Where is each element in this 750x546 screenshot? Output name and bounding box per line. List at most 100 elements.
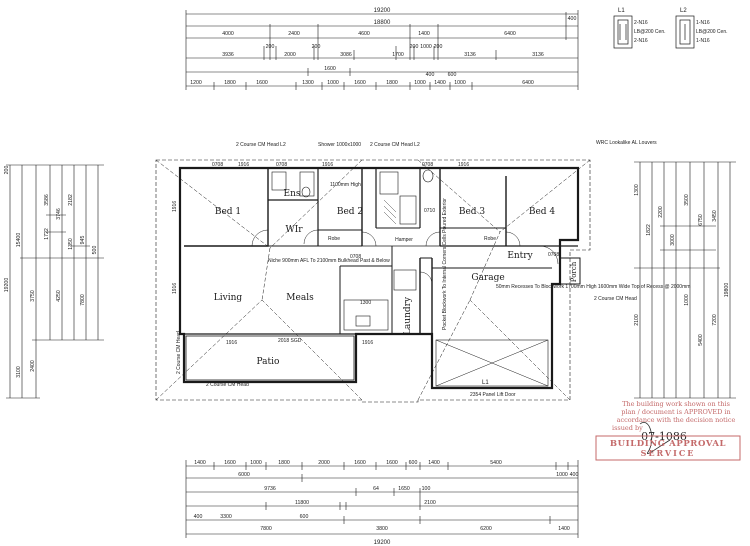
svg-text:100: 100 [422,486,431,492]
svg-text:1200: 1200 [190,80,202,86]
top-second-dim: 18800 [374,20,391,26]
svg-text:2000: 2000 [284,52,296,58]
svg-text:19200: 19200 [374,540,391,546]
room-living: Living [214,293,243,303]
svg-text:LB@200 Cen.: LB@200 Cen. [696,29,727,35]
svg-text:1822: 1822 [646,224,652,236]
svg-text:4250: 4250 [56,290,62,302]
svg-text:64: 64 [373,486,379,492]
svg-text:3750: 3750 [30,290,36,302]
svg-text:1916: 1916 [322,162,333,168]
svg-text:1350: 1350 [68,238,74,250]
svg-text:945: 945 [80,236,86,245]
svg-text:1000: 1000 [420,44,432,50]
svg-text:200: 200 [4,166,10,175]
top-row2-dims: 3936 200 2000 200 3086 1700 200 1000 200… [222,44,544,58]
svg-text:1100mm High: 1100mm High [330,182,361,188]
room-meals: Meals [286,293,314,303]
svg-text:The building work shown on thi: The building work shown on this [622,400,730,408]
svg-text:2100: 2100 [634,314,640,326]
room-entry: Entry [507,251,533,261]
svg-text:2200: 2200 [658,206,664,218]
svg-text:4000: 4000 [222,31,234,37]
svg-text:0708: 0708 [548,252,559,258]
svg-text:1-N16: 1-N16 [696,38,710,44]
svg-text:1600: 1600 [224,460,236,466]
svg-text:issued by: issued by [612,424,643,432]
svg-text:2000: 2000 [318,460,330,466]
room-porch: Porch [570,261,578,282]
svg-text:3746: 3746 [56,208,62,220]
svg-text:4600: 4600 [358,31,370,37]
opening-sizes: 0708 1916 0708 1916 1916 1916 1916 1916 … [172,162,559,346]
svg-text:2182: 2182 [68,194,74,206]
svg-text:7200: 7200 [712,314,718,326]
svg-text:1650: 1650 [398,486,410,492]
svg-text:400: 400 [570,472,579,478]
svg-text:1600: 1600 [324,66,336,72]
svg-text:1400: 1400 [428,460,440,466]
svg-text:6400: 6400 [522,80,534,86]
top-row3-dims: 1200 1800 1600 1300 1000 1600 1800 1000 … [190,66,534,86]
svg-text:2-N16: 2-N16 [634,38,648,44]
svg-text:1916: 1916 [458,162,469,168]
legend-l2-title: L2 [680,8,687,14]
svg-text:2018 SGD: 2018 SGD [278,338,302,344]
svg-text:2400: 2400 [30,360,36,372]
svg-text:1400: 1400 [194,460,206,466]
room-patio: Patio [257,357,280,367]
top-small-dim: 400 [568,16,577,22]
svg-text:1600: 1600 [354,460,366,466]
room-bed1: Bed 1 [215,207,241,217]
svg-text:2 Course CM Head: 2 Course CM Head [206,382,249,388]
svg-text:7800: 7800 [260,526,272,532]
left-dim-texts: 19200 15400 3100 3750 2400 3586 4250 374… [4,166,98,378]
svg-text:3136: 3136 [464,52,476,58]
top-row1-dims: 4000 2400 4600 1400 6400 [222,31,516,37]
approval-stamp: The building work shown on this plan / d… [595,400,741,461]
svg-text:600: 600 [300,514,309,520]
svg-text:1000: 1000 [684,294,690,306]
legend-l1-title: L1 [618,8,625,14]
svg-text:1400: 1400 [558,526,570,532]
svg-text:L1: L1 [482,380,489,386]
svg-text:1000: 1000 [250,460,262,466]
svg-text:50mm Recesses To Blockwork 170: 50mm Recesses To Blockwork 1700mm High 1… [496,284,690,290]
handwritten-signature [639,422,671,454]
svg-text:5400: 5400 [490,460,502,466]
svg-text:1600: 1600 [386,460,398,466]
svg-text:0710: 0710 [424,208,435,214]
svg-text:200: 200 [266,44,275,50]
svg-text:19800: 19800 [724,283,730,298]
room-robe1: Robe [328,236,340,242]
svg-text:2-N16: 2-N16 [634,20,648,26]
svg-text:1800: 1800 [386,80,398,86]
svg-text:BUILDING APPROVAL: BUILDING APPROVAL [610,439,726,449]
lintel-legend: L1 L2 2-N16 LB@200 Cen. 2-N16 1-N16 LB@2… [613,8,727,49]
svg-text:Shower 1000x1000: Shower 1000x1000 [318,142,361,148]
top-dimensions [185,10,579,90]
svg-text:1700: 1700 [392,52,404,58]
svg-text:1600: 1600 [354,80,366,86]
bottom-dim-texts: 1400 1600 1000 1800 2000 1600 1600 600 1… [194,460,579,546]
room-bed4: Bed 4 [529,207,556,217]
svg-text:1916: 1916 [226,340,237,346]
annotations: 2 Course CM Head L2 Shower 1000x1000 2 C… [176,140,690,398]
svg-text:2 Course CM Head: 2 Course CM Head [176,331,182,374]
room-bed2: Bed 2 [337,207,363,217]
svg-text:1300: 1300 [634,184,640,196]
svg-text:11800: 11800 [295,500,309,506]
room-robe2: Robe [484,236,496,242]
svg-text:1000: 1000 [556,472,568,478]
svg-text:2354 Panel Lift Door: 2354 Panel Lift Door [470,392,516,398]
svg-text:19200: 19200 [4,278,10,293]
svg-text:1800: 1800 [224,80,236,86]
room-wir: WIr [285,225,303,235]
building-outline [155,159,591,403]
svg-text:600: 600 [448,72,457,78]
svg-text:0708: 0708 [276,162,287,168]
svg-text:2400: 2400 [288,31,300,37]
svg-text:0708: 0708 [422,162,433,168]
svg-text:1400: 1400 [418,31,430,37]
